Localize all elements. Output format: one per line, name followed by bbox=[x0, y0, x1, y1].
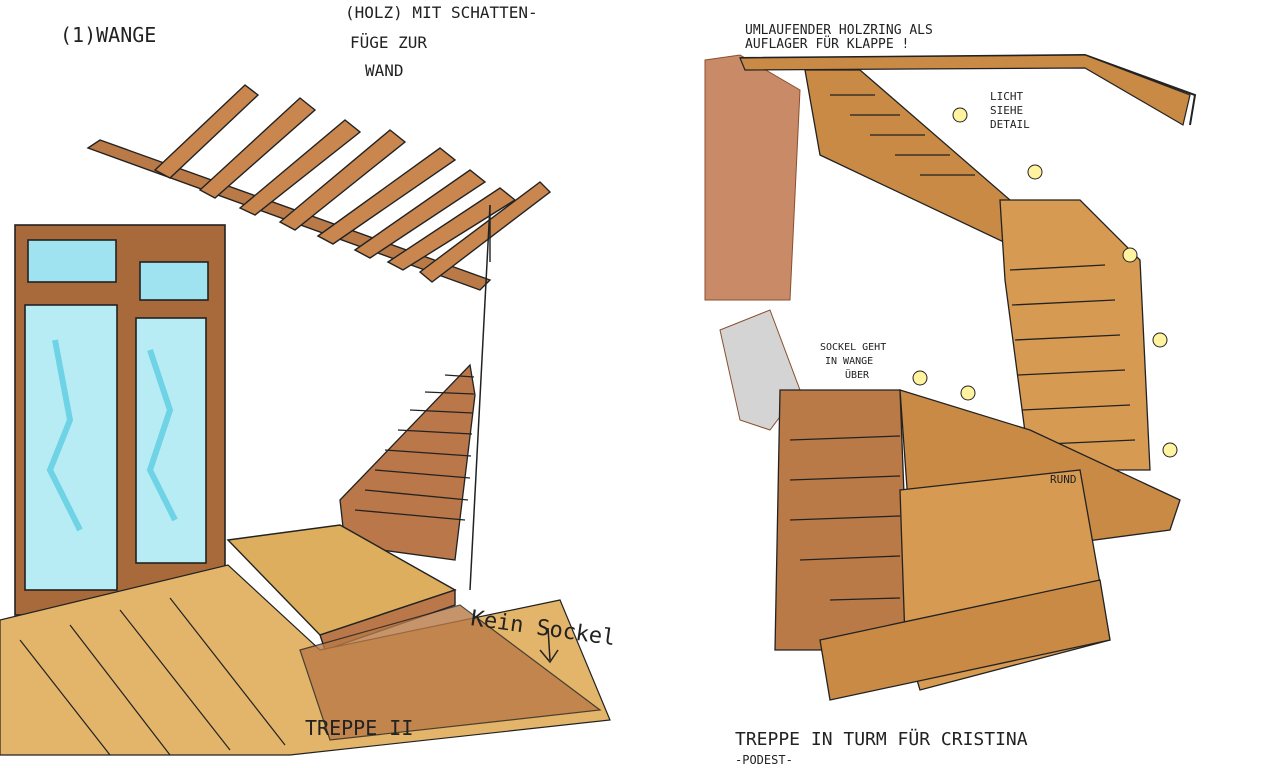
note-licht-3: DETAIL bbox=[990, 118, 1030, 131]
note-sockel-3: ÜBER bbox=[845, 368, 870, 381]
light-icon bbox=[952, 107, 968, 123]
wall-corner-line bbox=[469, 204, 491, 591]
note-licht-1: LICHT bbox=[990, 90, 1023, 103]
note-wange: (1)WANGE bbox=[60, 23, 156, 47]
light-icon bbox=[1027, 164, 1043, 180]
ceiling-beams bbox=[86, 84, 552, 291]
note-rund: RUND bbox=[1050, 473, 1077, 486]
light-fixtures bbox=[912, 107, 1178, 458]
window-frame bbox=[14, 224, 226, 616]
light-icon bbox=[912, 370, 928, 386]
tower-wall-left bbox=[704, 54, 801, 431]
caption-treppe-in-turm: TREPPE IN TURM FÜR CRISTINA bbox=[735, 728, 1028, 750]
note-schattenfuge-2: FÜGE ZUR bbox=[350, 33, 427, 52]
right-stair-sketch: UMLAUFENDER HOLZRING ALS AUFLAGER FÜR KL… bbox=[704, 23, 1197, 767]
note-schattenfuge-1: (HOLZ) MIT SCHATTEN- bbox=[345, 3, 538, 22]
upper-flight bbox=[804, 69, 1011, 247]
left-stair-sketch: (1)WANGE (HOLZ) MIT SCHATTEN- FÜGE ZUR W… bbox=[0, 3, 617, 756]
light-icon bbox=[960, 385, 976, 401]
note-licht-2: SIEHE bbox=[990, 104, 1023, 117]
light-icon bbox=[1162, 442, 1178, 458]
note-sockel-2: IN WANGE bbox=[825, 356, 873, 367]
note-holzring-1: UMLAUFENDER HOLZRING ALS bbox=[745, 23, 933, 38]
arrow-down-icon bbox=[539, 627, 559, 664]
caption-treppe-ii: TREPPE II bbox=[305, 716, 413, 740]
caption-podest: -PODEST- bbox=[735, 753, 793, 767]
lower-flights bbox=[774, 389, 1181, 701]
note-sockel-1: SOCKEL GEHT bbox=[820, 342, 886, 353]
note-holzring-2: AUFLAGER FÜR KLAPPE ! bbox=[745, 35, 909, 52]
light-icon bbox=[1122, 247, 1138, 263]
wood-floor bbox=[0, 564, 611, 756]
note-schattenfuge-3: WAND bbox=[365, 61, 404, 80]
right-flight bbox=[999, 199, 1151, 471]
light-icon bbox=[1152, 332, 1168, 348]
wall-stair-flight bbox=[339, 363, 476, 561]
